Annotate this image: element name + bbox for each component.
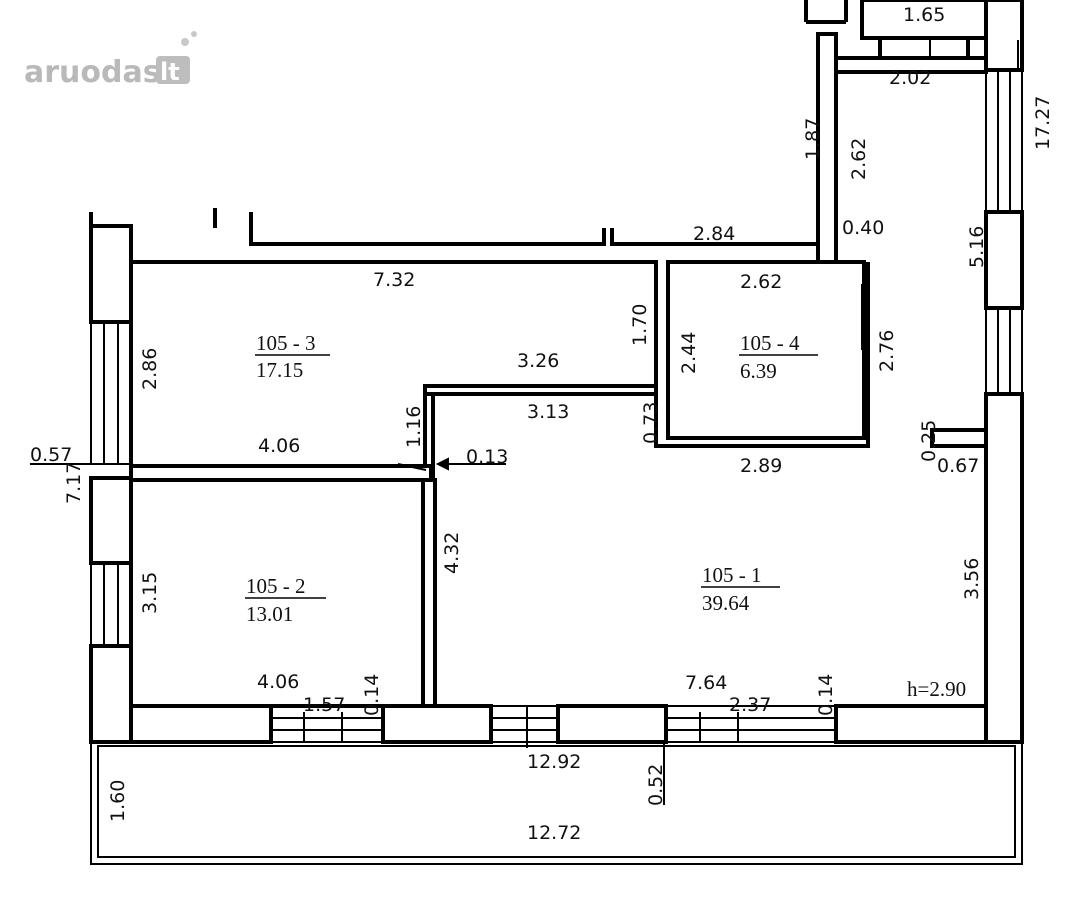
dim-label: 0.57 <box>30 444 72 466</box>
dim-label: 2.89 <box>740 455 782 477</box>
room-area: 39.64 <box>702 591 750 615</box>
dim-label: 0.13 <box>466 446 508 468</box>
dim-label: 4.06 <box>258 435 300 457</box>
dim-label: 1.70 <box>629 304 651 346</box>
dim-label: 7.17 <box>63 462 85 504</box>
dim-label: 7.64 <box>685 672 727 694</box>
dim-label: 4.32 <box>441 532 463 574</box>
dim-label: 1.87 <box>802 118 824 160</box>
dim-label: 5.16 <box>966 226 988 268</box>
dim-label: 2.76 <box>876 330 898 372</box>
dim-label: 1.57 <box>303 694 345 716</box>
dim-label: 0.52 <box>645 764 667 806</box>
windows <box>90 69 1023 743</box>
dim-label: 17.27 <box>1032 96 1054 150</box>
room-id: 105 - 3 <box>256 331 316 355</box>
room-area: 13.01 <box>246 602 293 626</box>
dim-label: 1.65 <box>903 4 945 26</box>
room-id: 105 - 1 <box>702 563 762 587</box>
watermark-smoke-icon <box>181 38 189 46</box>
room-id: 105 - 4 <box>740 331 800 355</box>
dim-label: 3.15 <box>139 572 161 614</box>
room-area: 6.39 <box>740 359 777 383</box>
dim-label: 0.14 <box>815 674 837 716</box>
partitions <box>129 244 988 708</box>
room-area: 17.15 <box>256 358 303 382</box>
dim-label: 0.67 <box>937 455 979 477</box>
dim-label: 3.56 <box>961 558 983 600</box>
dim-label: 2.62 <box>848 138 870 180</box>
dim-label: 3.26 <box>517 350 559 372</box>
dim-label: 1.60 <box>107 780 129 822</box>
room-105-1: 105 - 1 39.64 <box>701 563 780 615</box>
dim-label: 0.73 <box>640 402 662 444</box>
dimension-lines <box>30 38 1019 805</box>
dim-label: 2.86 <box>139 348 161 390</box>
dim-label: 2.02 <box>889 67 931 89</box>
dim-label: 2.84 <box>693 223 735 245</box>
room-105-2: 105 - 2 13.01 <box>245 574 326 626</box>
dim-label: 12.72 <box>527 822 581 844</box>
room-105-4: 105 - 4 6.39 <box>739 331 818 383</box>
dim-label: 4.06 <box>257 671 299 693</box>
dim-label: 0.14 <box>361 674 383 716</box>
dim-label: 3.13 <box>527 401 569 423</box>
dim-label: 1.16 <box>403 406 425 448</box>
dim-label: 0.25 <box>918 420 940 462</box>
watermark-tld: lt <box>160 58 180 86</box>
dim-label: 0.40 <box>842 217 884 239</box>
dim-label: 2.62 <box>740 271 782 293</box>
dimension-labels: 1.65 2.02 2.84 0.40 7.32 2.62 3.26 3.13 … <box>30 4 979 844</box>
dim-label: 12.92 <box>527 751 581 773</box>
dim-label: 2.44 <box>678 332 700 374</box>
room-labels: 105 - 3 17.15 105 - 4 6.39 105 - 2 13.01… <box>245 331 966 701</box>
dim-label: 7.32 <box>373 269 415 291</box>
ceiling-height: h=2.90 <box>907 677 966 701</box>
watermark-house-icon <box>156 56 190 84</box>
room-105-3: 105 - 3 17.15 <box>255 331 330 382</box>
room-id: 105 - 2 <box>246 574 306 598</box>
upper-open-walls <box>89 0 988 246</box>
dimension-labels-vertical: 17.27 2.62 1.87 5.16 1.70 2.86 2.44 2.76… <box>63 96 1054 822</box>
dim-label: 2.37 <box>729 694 771 716</box>
watermark-logo: aruodas lt <box>24 31 197 90</box>
watermark-brand: aruodas <box>24 55 161 90</box>
